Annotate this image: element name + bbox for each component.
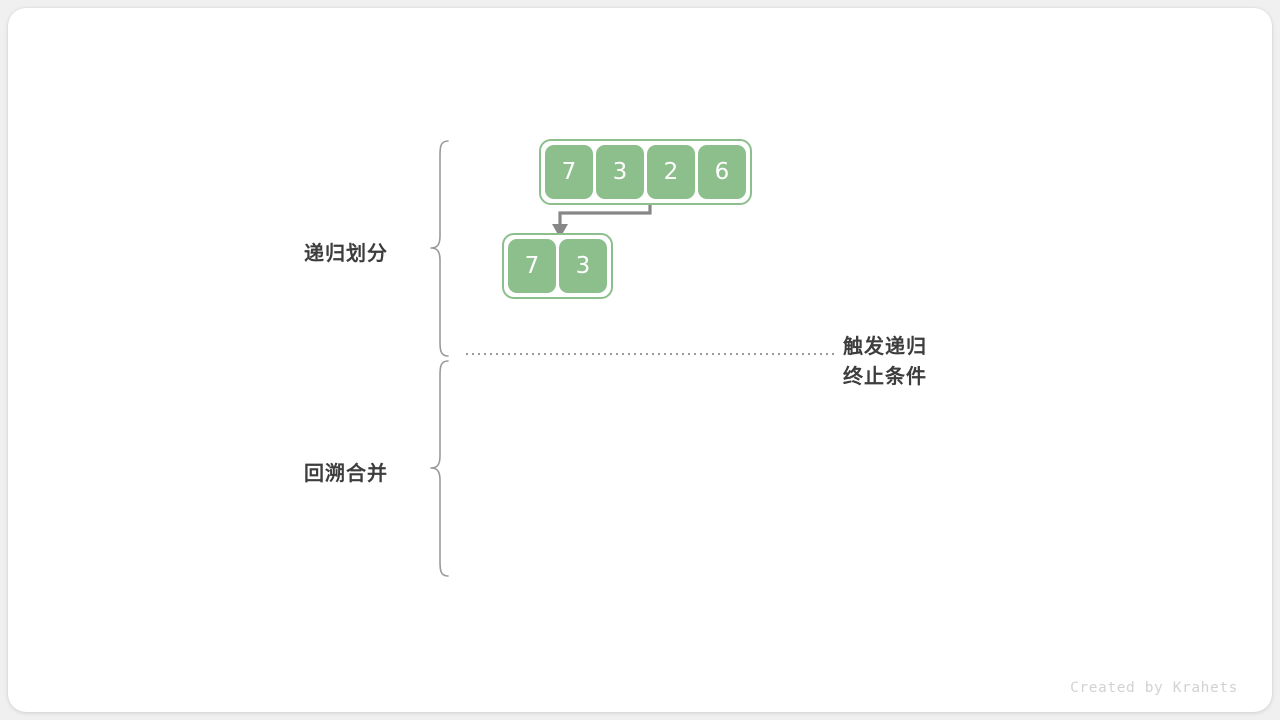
annotation-line-1: 触发递归 [843,334,927,358]
array-cell: 3 [596,145,644,199]
annotation-line-2: 终止条件 [843,364,927,388]
watermark-credit: Created by Krahets [1070,680,1238,696]
array-cell: 2 [647,145,695,199]
base-case-annotation: 触发递归 终止条件 [843,331,927,391]
array-cell: 6 [698,145,746,199]
page-card [8,8,1272,712]
root-array: 7 3 2 6 [539,139,752,205]
array-cell: 7 [508,239,556,293]
array-cell: 3 [559,239,607,293]
section-label-merge: 回溯合并 [304,461,388,485]
left-subarray: 7 3 [502,233,613,299]
array-cell: 7 [545,145,593,199]
section-label-divide: 递归划分 [304,241,388,265]
